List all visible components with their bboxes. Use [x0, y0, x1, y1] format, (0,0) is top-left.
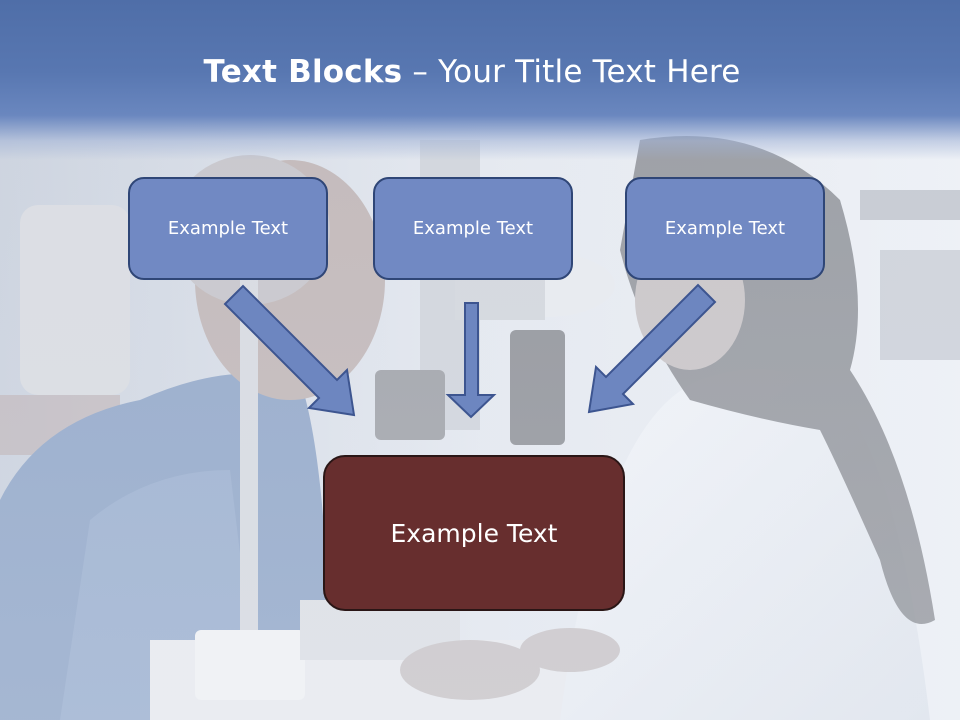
text-block-3[interactable]: Example Text	[625, 177, 825, 280]
text-block-3-label: Example Text	[664, 218, 786, 239]
title-rest: – Your Title Text Here	[402, 54, 741, 90]
title-bold: Text Blocks	[203, 54, 403, 90]
text-block-1[interactable]: Example Text	[128, 177, 328, 280]
text-block-2[interactable]: Example Text	[373, 177, 573, 280]
text-block-2-label: Example Text	[412, 218, 534, 239]
text-block-1-label: Example Text	[167, 218, 289, 239]
title-band	[0, 0, 960, 160]
slide-title: Text Blocks – Your Title Text Here	[0, 54, 944, 90]
main-text-block[interactable]: Example Text	[323, 455, 625, 611]
main-text-block-label: Example Text	[390, 518, 558, 548]
